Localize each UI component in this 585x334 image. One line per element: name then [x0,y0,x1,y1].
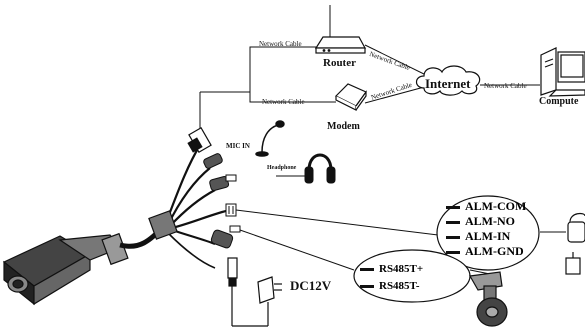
computer-label: Compute [539,96,579,107]
network-connector-icon [187,127,212,153]
alarm-device-icon [565,212,585,275]
cable-line-router-internet [364,44,429,77]
rs485-connector-icon [210,225,241,249]
cable-line-modem-internet [364,85,429,104]
alarm-port-label: ALM-IN [465,229,511,243]
bullet-camera-icon [2,210,178,306]
cable-label-modem-left: Network Cable [262,98,305,106]
port-bullet [446,205,460,209]
rs485-port-item: RS485T- [360,280,420,292]
power-adapter-icon [227,257,282,327]
cable-line-rs485 [239,229,355,271]
headphone-label: Headphone [267,165,297,171]
rs485-port-item: RS485T+ [360,263,423,275]
port-bullet [360,267,374,271]
mic-in-label: MIC IN [226,142,250,150]
cable-label-computer: Network Cable [484,82,527,90]
port-bullet [446,235,460,239]
router-icon [314,36,367,54]
rs485-port-label: RS485T- [379,280,420,292]
port-bullet [446,220,460,224]
alarm-ports-oval [436,195,540,271]
cloud-icon [415,65,481,96]
computer-icon [540,47,585,97]
alarm-connector-icon [225,203,237,217]
alarm-port-label: ALM-COM [465,199,527,213]
cable-line-alarm [235,209,439,236]
alarm-port-label: ALM-NO [465,214,515,228]
headphone-icon [276,153,336,184]
rs485-port-label: RS485T+ [379,263,424,275]
alarm-port-item: ALM-GND [446,244,524,259]
alarm-port-label: ALM-GND [465,244,524,258]
ptz-dome-icon [469,271,508,327]
port-bullet [446,250,460,254]
cable-line-modem [249,92,336,103]
alarm-port-item: ALM-IN [446,229,510,244]
router-label: Router [323,57,356,69]
port-bullet [360,284,374,288]
internet-label: Internet [425,76,471,91]
cable-label-router-left: Network Cable [259,40,302,48]
dc-power-label: DC12V [290,278,332,293]
microphone-icon [255,120,285,157]
alarm-port-item: ALM-NO [446,214,515,229]
modem-icon [334,83,367,111]
cable-line-router [200,46,316,93]
audio-connector-icon [203,153,237,191]
modem-label: Modem [327,121,360,132]
alarm-port-item: ALM-COM [446,199,526,214]
